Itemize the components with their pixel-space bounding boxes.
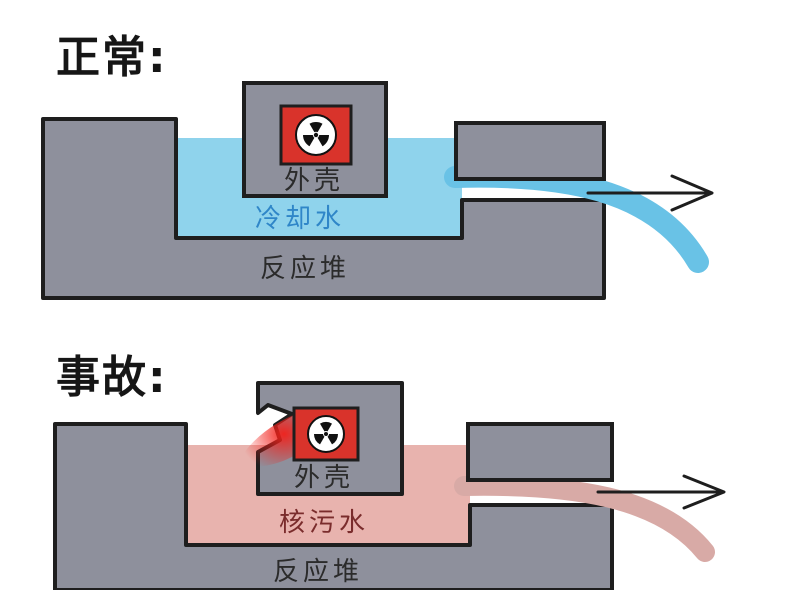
accident-reactor xyxy=(53,422,614,590)
normal-shell-label: 外壳 xyxy=(284,166,344,196)
accident-leak-plume xyxy=(236,412,300,468)
accident-shell-label: 外壳 xyxy=(294,463,354,493)
normal-panel: 外壳 冷却水 反应堆 xyxy=(41,81,714,300)
accident-right-box xyxy=(466,422,614,482)
accident-reactor-label: 反应堆 xyxy=(273,557,363,587)
accident-heading: 事故: xyxy=(56,352,168,403)
normal-right-box xyxy=(454,121,606,181)
arrow-right-icon xyxy=(586,174,714,212)
accident-outflow-stream xyxy=(454,475,715,562)
normal-heading: 正常: xyxy=(56,32,168,83)
accident-panel: 外壳 核污水 反应堆 xyxy=(53,381,726,590)
radiation-icon xyxy=(307,415,345,453)
radiation-icon xyxy=(295,114,337,156)
accident-water-label: 核污水 xyxy=(279,508,369,538)
normal-water-label: 冷却水 xyxy=(255,204,345,234)
normal-reactor-label: 反应堆 xyxy=(260,254,350,284)
normal-reactor xyxy=(41,117,606,300)
arrow-right-icon xyxy=(596,474,726,510)
